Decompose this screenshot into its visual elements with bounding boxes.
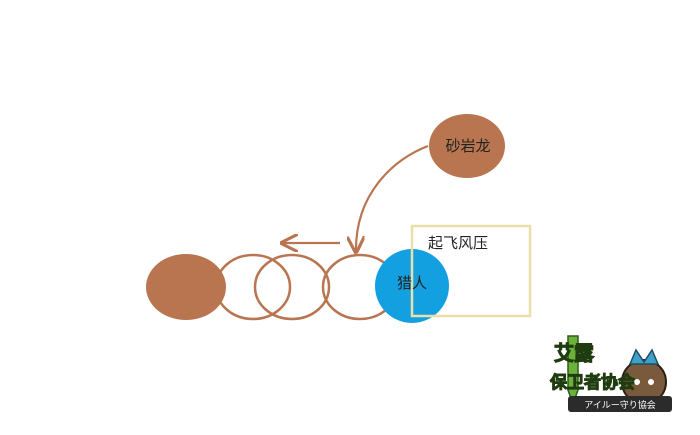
svg-text:アイルー守り協会: アイルー守り協会: [584, 399, 656, 411]
monster-start-circle: [146, 254, 226, 320]
descent-arrow: [356, 144, 429, 252]
hunter-label: 猎人: [396, 274, 427, 292]
monster-label: 砂岩龙: [445, 137, 491, 155]
path-ring-2: [253, 253, 331, 321]
wind-pressure-box: [410, 224, 532, 318]
path-ring-1: [214, 253, 292, 321]
svg-text:艾露: 艾露: [554, 341, 595, 365]
monster-node-circle: [429, 114, 505, 178]
wind-pressure-label: 起飞风压: [428, 234, 489, 252]
guild-logo: 艾露 保卫者协会 アイルー守り協会: [549, 335, 672, 412]
svg-text:保卫者协会: 保卫者协会: [549, 372, 635, 393]
